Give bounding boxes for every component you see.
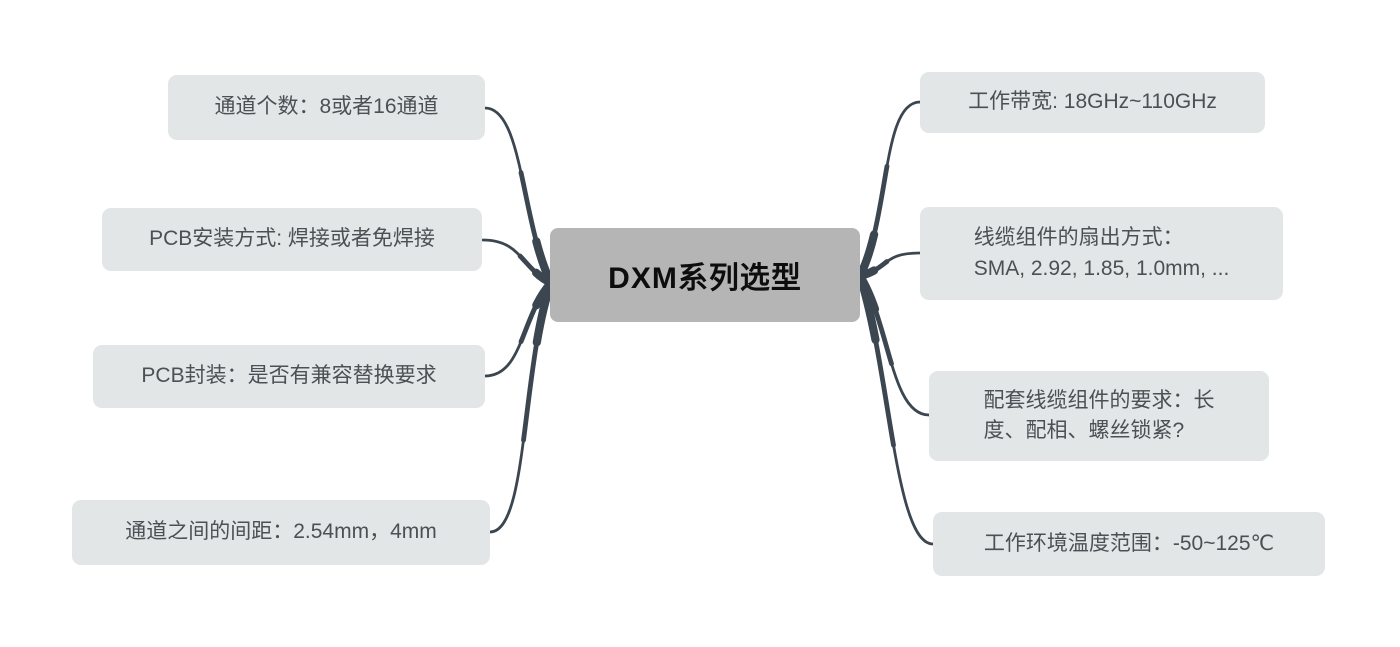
branch-topic-temperature-range[interactable]: 工作环境温度范围：-50~125℃ (933, 512, 1325, 576)
central-topic-label: DXM系列选型 (608, 262, 802, 295)
branch-topic-cable-fanout[interactable]: 线缆组件的扇出方式： SMA, 2.92, 1.85, 1.0mm, ... (920, 207, 1283, 300)
branch-label-cable-requirements: 配套线缆组件的要求：长 度、配相、螺丝锁紧? (983, 388, 1215, 442)
branch-label-bandwidth: 工作带宽: 18GHz~110GHz (968, 90, 1217, 114)
connection-line (532, 278, 556, 347)
connection-line (855, 271, 880, 344)
branch-label-cable-fanout: 线缆组件的扇出方式： SMA, 2.92, 1.85, 1.0mm, ... (973, 226, 1230, 280)
branch-topic-channel-pitch[interactable]: 通道之间的间距：2.54mm，4mm (72, 500, 490, 565)
branch-label-temperature-range: 工作环境温度范围：-50~125℃ (983, 531, 1275, 555)
branch-topic-cable-requirements[interactable]: 配套线缆组件的要求：长 度、配相、螺丝锁紧? (929, 371, 1269, 461)
branch-topic-bandwidth[interactable]: 工作带宽: 18GHz~110GHz (920, 72, 1265, 133)
branch-label-channel-count: 通道个数：8或者16通道 (214, 95, 439, 119)
branch-label-pcb-footprint: PCB封装：是否有兼容替换要求 (141, 364, 437, 388)
branch-label-channel-pitch: 通道之间的间距：2.54mm，4mm (125, 520, 437, 544)
central-topic[interactable]: DXM系列选型 (550, 228, 860, 322)
branch-topic-pcb-mounting[interactable]: PCB安装方式: 焊接或者免焊接 (102, 208, 482, 271)
branch-topic-channel-count[interactable]: 通道个数：8或者16通道 (168, 75, 485, 140)
branch-label-pcb-mounting: PCB安装方式: 焊接或者免焊接 (149, 227, 435, 251)
branch-topic-pcb-footprint[interactable]: PCB封装：是否有兼容替换要求 (93, 345, 485, 408)
